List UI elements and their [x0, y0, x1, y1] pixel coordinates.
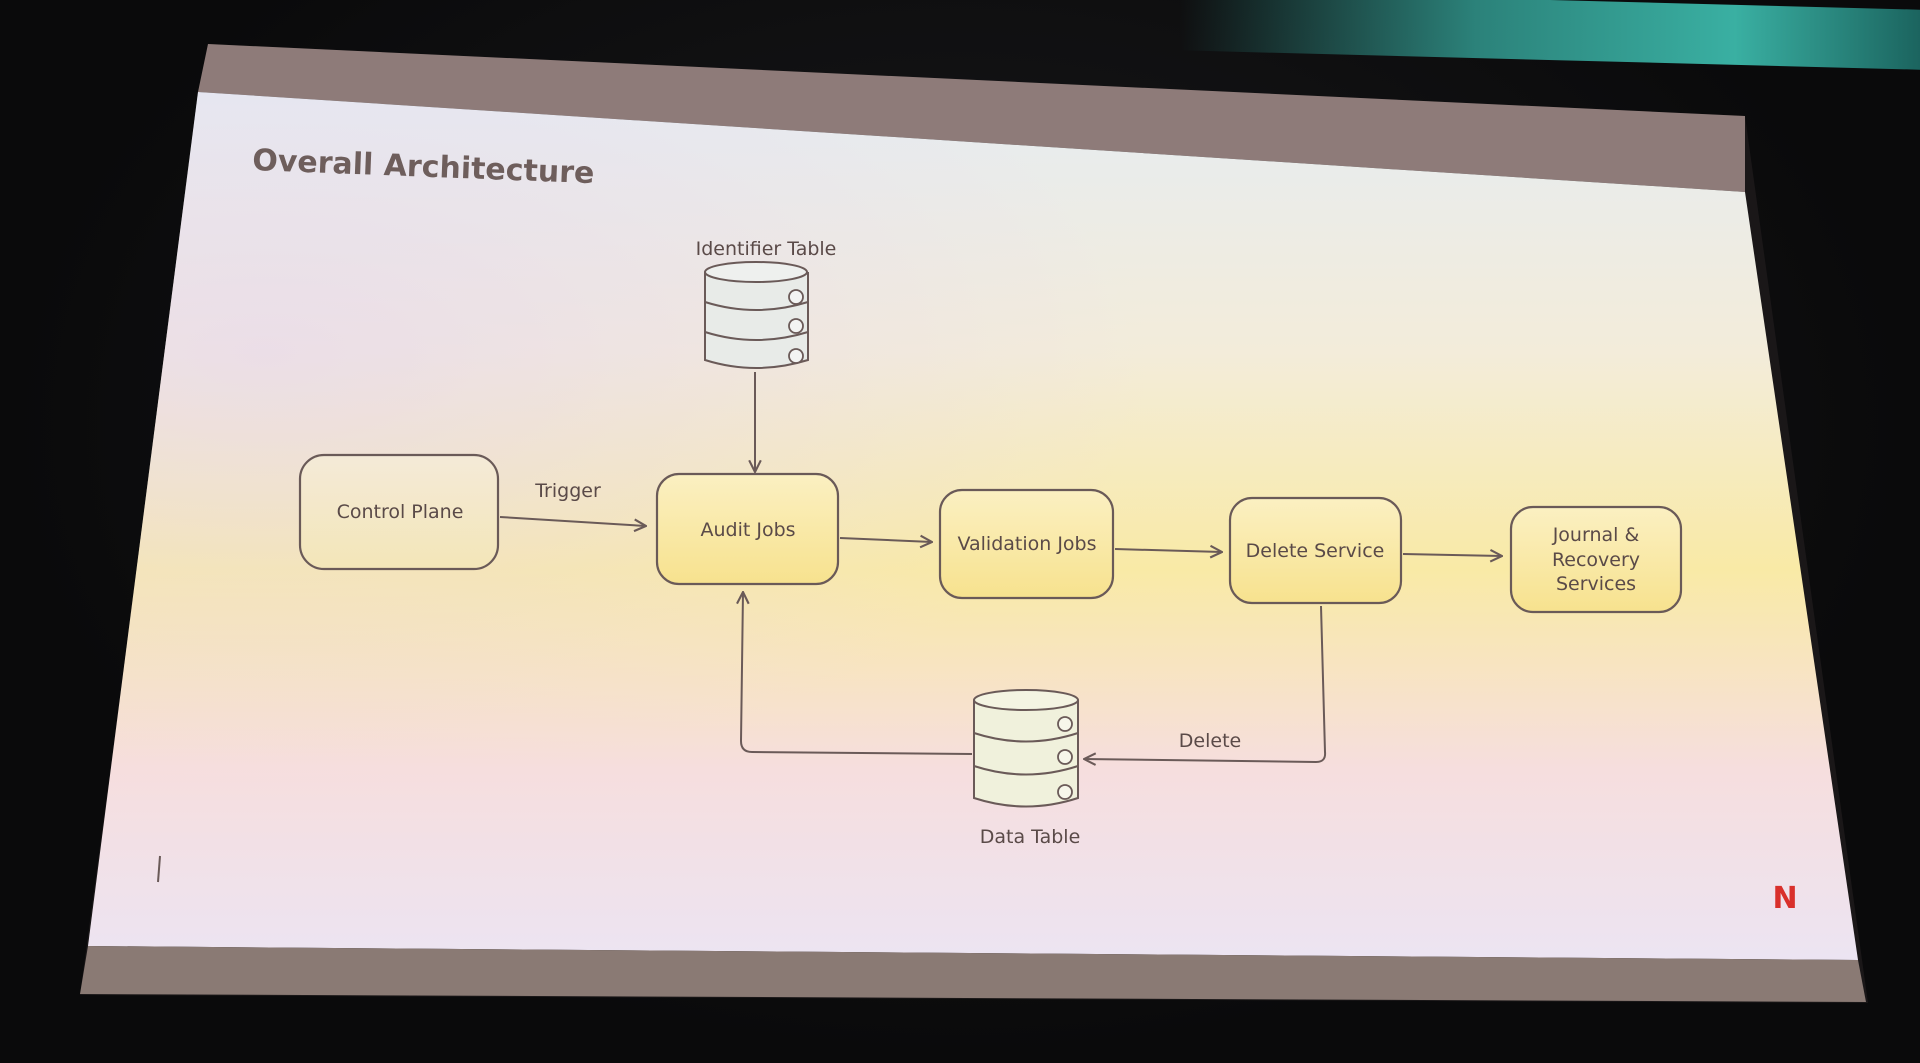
identifier-table-label: Identifier Table — [696, 238, 837, 260]
delete-service-label: Delete Service — [1246, 540, 1385, 562]
journal-recovery-label-line3: Services — [1556, 573, 1636, 595]
edge-audit-to-validation — [839, 538, 932, 542]
validation-jobs-node: Validation Jobs — [938, 488, 1115, 600]
edge-delete-to-datatable — [1084, 605, 1327, 762]
control-plane-label: Control Plane — [337, 501, 464, 523]
identifier-table-db-icon — [704, 261, 809, 369]
delete-service-node: Delete Service — [1228, 496, 1403, 605]
slide-top-band — [198, 44, 1745, 192]
data-table-db-icon — [973, 689, 1079, 808]
control-plane-node: Control Plane — [298, 453, 500, 571]
edge-validation-to-delete — [1114, 549, 1222, 552]
trigger-edge-label: Trigger — [534, 480, 601, 502]
slide-footer-tick — [157, 855, 161, 883]
edge-control-to-audit — [499, 516, 646, 526]
edge-datatable-to-audit — [741, 592, 973, 755]
validation-jobs-label: Validation Jobs — [957, 533, 1096, 555]
journal-recovery-label-line1: Journal & — [1552, 524, 1640, 546]
journal-recovery-label-line2: Recovery — [1552, 549, 1640, 571]
slide-bottom-band — [80, 946, 1866, 1002]
data-table-label: Data Table — [980, 826, 1081, 848]
audit-jobs-label: Audit Jobs — [700, 519, 795, 541]
journal-recovery-services-node: Journal & Recovery Services — [1509, 505, 1683, 614]
netflix-logo: N — [1772, 881, 1797, 916]
audit-jobs-node: Audit Jobs — [655, 472, 840, 586]
delete-edge-label: Delete — [1179, 730, 1241, 752]
edge-delete-to-journal — [1402, 554, 1502, 556]
